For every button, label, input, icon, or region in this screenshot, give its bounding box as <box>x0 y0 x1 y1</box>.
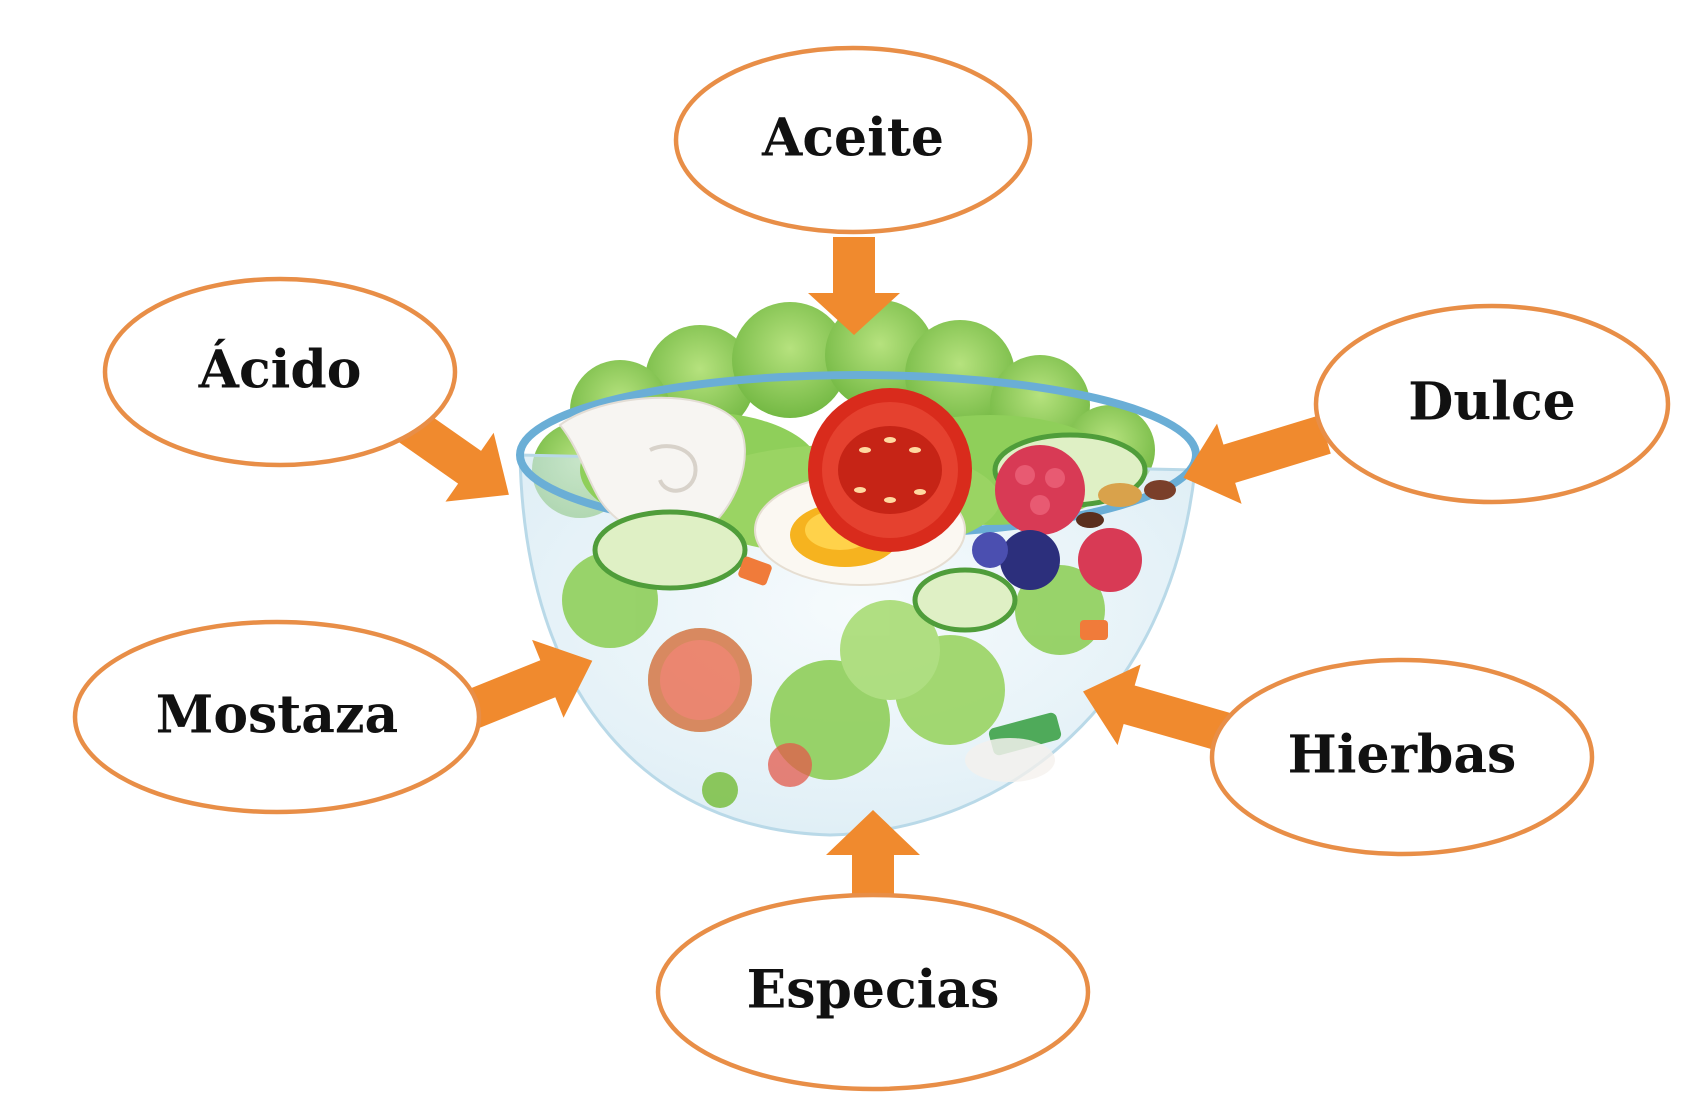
node-label: Dulce <box>1408 372 1575 433</box>
node-mostaza: Mostaza <box>72 619 482 815</box>
node-dulce: Dulce <box>1313 303 1671 505</box>
node-label: Mostaza <box>156 685 398 746</box>
node-acido: Ácido <box>102 276 458 468</box>
salad-inside <box>562 552 1105 808</box>
salad-top <box>558 388 1176 640</box>
node-ellipse <box>655 892 1091 1092</box>
salad-bowl-icon <box>516 300 1200 837</box>
node-ellipse <box>1209 657 1595 857</box>
node-hierbas: Hierbas <box>1209 657 1595 857</box>
node-aceite: Aceite <box>673 45 1033 235</box>
node-ellipse <box>1313 303 1671 505</box>
arrows <box>376 237 1331 900</box>
node-especias: Especias <box>655 892 1091 1092</box>
arrow-aceite <box>808 237 900 335</box>
node-label: Ácido <box>198 339 362 401</box>
arrow-especias <box>826 810 920 900</box>
arrow-dulce <box>1183 415 1331 504</box>
node-ellipse <box>72 619 482 815</box>
node-label: Aceite <box>761 108 944 169</box>
arrow-mostaza <box>447 639 593 735</box>
arrow-hierbas <box>1083 664 1231 752</box>
node-ellipse <box>102 276 458 468</box>
node-ellipse <box>673 45 1033 235</box>
node-label: Especias <box>747 960 1000 1021</box>
node-label: Hierbas <box>1288 725 1517 786</box>
